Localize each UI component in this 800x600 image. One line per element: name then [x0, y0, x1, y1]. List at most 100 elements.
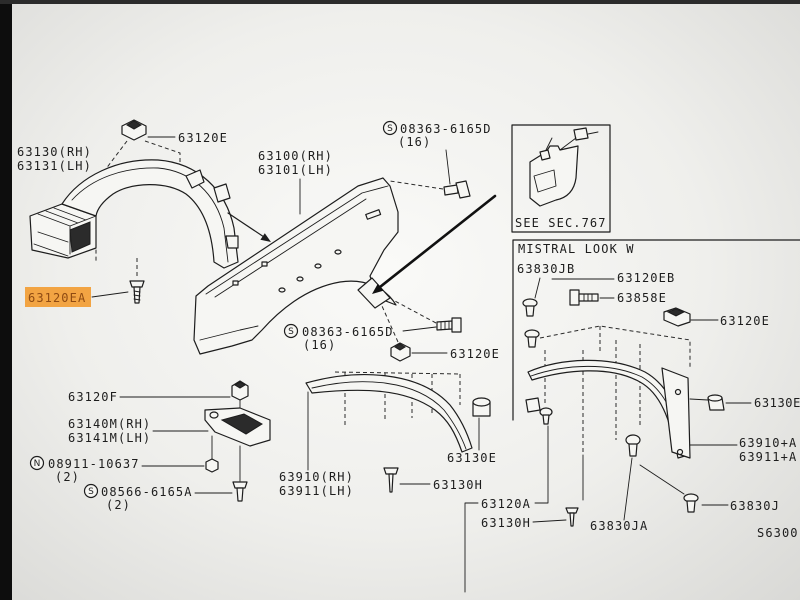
arch-moulding-screw-head[interactable] — [383, 467, 399, 475]
mistral-variant-group: MISTRAL LOOK W 63830JB 63120EB 63858E 63… — [464, 239, 800, 593]
fender-lower-edge — [199, 325, 259, 341]
mistral-bolt-head[interactable] — [569, 289, 580, 306]
bracket-screw-head[interactable] — [232, 481, 248, 489]
callout-mistral-clip-lower[interactable]: 63120A — [481, 497, 531, 511]
callout-arch-moulding-lh[interactable]: 63911(LH) — [279, 484, 354, 498]
callout-bolt-lower[interactable]: 08363-6165D — [302, 325, 394, 339]
fender-square-hole-1 — [232, 280, 239, 286]
bracket-clip-cap — [234, 381, 246, 389]
callout-mistral-side-clip[interactable]: 63130E — [754, 396, 800, 410]
prefix-circle-bolt-upper — [382, 120, 398, 136]
arch-moulding-clip-top — [472, 397, 491, 407]
mistral-rivet-upper-stem — [525, 305, 535, 317]
bracket-screw-shank — [236, 487, 244, 502]
bolt-lower-threads — [440, 320, 450, 331]
qty-bolt-upper: (16) — [398, 135, 431, 149]
callout-bracket-lh[interactable]: 63141M(LH) — [68, 431, 151, 445]
bracket-group: 63120F 63140M(RH) 63141M(LH) N 08911-106… — [29, 380, 271, 512]
fender-panel[interactable] — [193, 177, 399, 355]
mudflap-shape — [529, 145, 579, 207]
inner-fender-group: 63120E 63130(RH) 63131(LH) 63120EA — [17, 119, 239, 307]
callout-mistral-moulding-rh[interactable]: 63910+A — [739, 436, 797, 450]
callout-mistral-rivet-mid[interactable]: 63830JA — [590, 519, 648, 533]
liner-arch[interactable] — [61, 159, 239, 269]
callout-mistral-screw[interactable]: 63130H — [481, 516, 531, 530]
callout-liner-screw-selected[interactable]: 63120EA — [28, 291, 86, 305]
see-section-reference[interactable]: SEE SEC.767 — [515, 216, 607, 230]
callout-fender-lh[interactable]: 63101(LH) — [258, 163, 333, 177]
arrow-mudflap-to-fender-shaft — [378, 194, 497, 289]
leader-bolt-lower — [402, 326, 437, 332]
callout-liner-lh[interactable]: 63131(LH) — [17, 159, 92, 173]
callout-mistral-bolt[interactable]: 63858E — [617, 291, 667, 305]
mudflap-recess — [533, 169, 557, 193]
fender-hole-1 — [278, 287, 286, 293]
callout-bracket-clip[interactable]: 63120F — [68, 390, 118, 404]
callout-mistral-clip-upper[interactable]: 63120EB — [617, 271, 675, 285]
callout-bolt-upper[interactable]: 08363-6165D — [400, 122, 492, 136]
callout-nut[interactable]: 08911-10637 — [48, 457, 140, 471]
callout-arch-moulding-screw[interactable]: 63130H — [433, 478, 483, 492]
bolt-lower-head[interactable] — [451, 317, 462, 333]
callout-arch-moulding-clip[interactable]: 63130E — [447, 451, 497, 465]
selection-highlight — [25, 287, 91, 307]
fender-square-hole-2 — [261, 261, 268, 267]
mistral-side-clip-guide — [689, 398, 709, 401]
leader-mistral-rivet-mid — [623, 457, 633, 521]
callout-clip-upper[interactable]: 63120E — [178, 131, 228, 145]
leader-liner-screw — [91, 291, 129, 298]
mistral-moulding-bracket — [661, 367, 691, 459]
bolt-upper-shank — [443, 184, 459, 196]
prefix-bolt-lower: S — [288, 327, 294, 337]
nut[interactable] — [205, 458, 219, 473]
mistral-lower-guides — [582, 454, 685, 501]
mudflap-clip-2 — [539, 149, 551, 161]
callout-fender-rh[interactable]: 63100(RH) — [258, 149, 333, 163]
mistral-screw-head[interactable] — [565, 507, 579, 514]
prefix-bracket-screw: S — [88, 487, 94, 497]
bolt-upper-head[interactable] — [455, 180, 471, 199]
qty-bracket-screw: (2) — [106, 498, 131, 512]
callout-mistral-rivet-lower[interactable]: 63830J — [730, 499, 780, 513]
fender-hole-3 — [314, 263, 322, 269]
mistral-rivet-upper-2-stem — [527, 336, 537, 348]
mistral-side-clip-top — [707, 394, 723, 402]
liner-flap-ribs — [33, 207, 97, 257]
bolt-lower-shank — [436, 320, 453, 331]
mistral-clip-lower-stem — [542, 414, 550, 425]
callout-mistral-rivet-upper[interactable]: 63830JB — [517, 262, 575, 276]
arrow-liner-to-fender-head — [260, 233, 271, 242]
mudflap-reference-box[interactable]: SEE SEC.767 — [511, 124, 611, 233]
mistral-bracket-hole-1 — [674, 388, 682, 396]
fender-clip-upper-cap — [125, 120, 143, 130]
prefix-nut: N — [34, 459, 41, 469]
callout-bracket-rh[interactable]: 63140M(RH) — [68, 417, 151, 431]
monitor-bezel-top — [0, 0, 800, 4]
mudflap-clip-leaders — [545, 131, 599, 151]
arrow-mudflap-to-fender-head — [372, 283, 384, 294]
prefix-circle-nut — [29, 455, 45, 471]
callout-mistral-moulding-lh[interactable]: 63911+A — [739, 450, 797, 464]
callout-arch-moulding-rh[interactable]: 63910(RH) — [279, 470, 354, 484]
monitor-bezel-left — [0, 0, 12, 600]
qty-bolt-lower: (16) — [303, 338, 336, 352]
liner-screw-head[interactable] — [129, 280, 145, 288]
callout-fender-clip[interactable]: 63120E — [450, 347, 500, 361]
bracket-channel — [220, 413, 263, 435]
mistral-arch-moulding[interactable] — [527, 359, 689, 459]
bracket-hole — [209, 411, 219, 419]
liner-tab-1 — [185, 169, 205, 189]
callout-liner-rh[interactable]: 63130(RH) — [17, 145, 92, 159]
liner-arch-rim — [71, 167, 229, 263]
callout-bracket-screw[interactable]: 08566-6165A — [101, 485, 193, 499]
dashed-guide-mistral-top — [539, 325, 691, 368]
callout-mistral-clip-right[interactable]: 63120E — [720, 314, 770, 328]
qty-nut: (2) — [55, 470, 80, 484]
mistral-clip-right-cap — [666, 308, 686, 317]
dashed-guide-bolt-upper — [389, 180, 444, 190]
arch-moulding[interactable] — [305, 374, 473, 453]
fender-slot — [365, 209, 382, 220]
liner-tab-3 — [225, 235, 239, 249]
mistral-bracket-hole-2 — [676, 448, 684, 456]
